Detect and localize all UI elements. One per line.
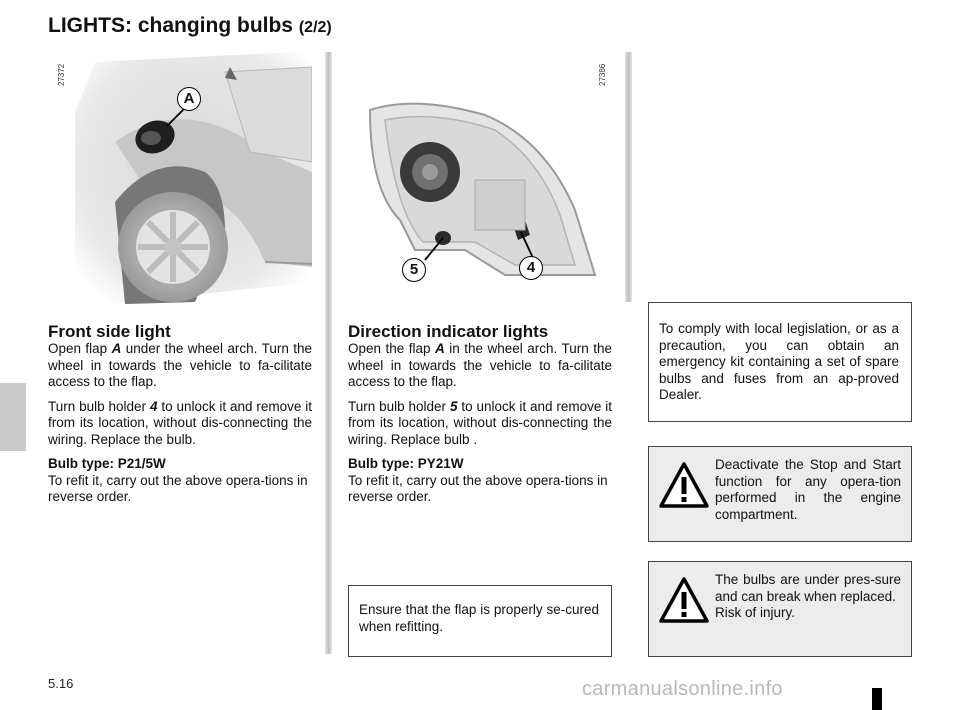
direction-indicator-step2: Turn bulb holder 5 to unlock it and remo… [348,398,613,447]
watermark: carmanualsonline.info [582,678,783,700]
direction-indicator-bulb-type: Bulb type: PY21W [348,456,464,471]
front-side-light-refit: To refit it, carry out the above opera-t… [48,472,308,505]
warning-triangle-icon [659,577,709,623]
direction-indicator-step1: Open the flap A in the wheel arch. Turn … [348,341,613,389]
warning-triangle-icon [659,462,709,508]
column-divider-right [625,52,632,302]
page-number: 5.16 [48,676,74,691]
front-side-light-section: Front side light Open flap A under the w… [48,322,312,506]
bulb-pressure-warning-risk: Risk of injury. [715,605,796,620]
emergency-kit-note: To comply with local legislation, or as … [648,302,912,422]
bulb-pressure-warning-text: The bulbs are under pres-sure and can br… [715,572,901,604]
column-divider-left [325,52,332,654]
wheel-arch-figure: A [75,52,312,307]
direction-indicator-heading: Direction indicator lights [348,322,549,341]
callout-4: 4 [519,256,543,280]
direction-indicator-section: Direction indicator lights Open the flap… [348,322,612,506]
stop-start-warning: Deactivate the Stop and Start function f… [648,446,912,542]
figure-id-left: 27372 [57,63,66,86]
page-corner-mark [872,688,882,710]
callout-a: A [177,87,201,111]
front-side-light-step2: Turn bulb holder 4 to unlock it and remo… [48,398,313,447]
wheel-arch-illustration [75,52,312,307]
page-title: LIGHTS: changing bulbs (2/2) [48,14,332,37]
front-side-light-bulb-type: Bulb type: P21/5W [48,456,166,471]
direction-indicator-refit: To refit it, carry out the above opera-t… [348,472,608,505]
headlamp-figure: 5 4 [355,100,600,290]
front-side-light-step1: Open flap A under the wheel arch. Turn t… [48,341,312,389]
page-title-suffix: (2/2) [298,19,332,36]
figure-id-right: 27386 [598,63,607,86]
section-tab [0,383,26,451]
callout-5: 5 [402,258,426,282]
bulb-pressure-warning: The bulbs are under pres-sure and can br… [648,561,912,657]
headlamp-illustration [368,102,597,276]
flap-refit-note: Ensure that the flap is properly se-cure… [348,585,612,657]
front-side-light-heading: Front side light [48,322,171,341]
